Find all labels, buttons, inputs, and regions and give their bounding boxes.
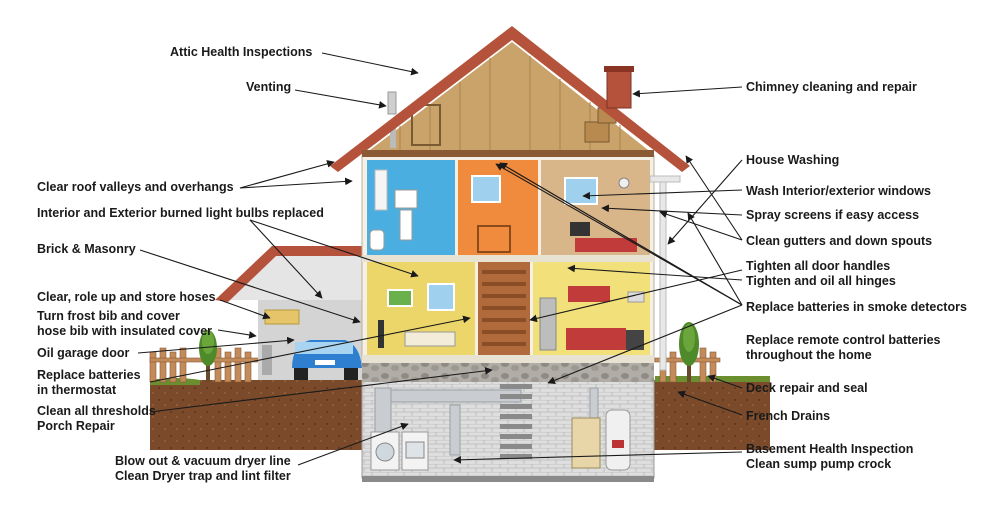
- label-light-bulbs: Interior and Exterior burned light bulbs…: [37, 206, 324, 220]
- label-remote-line2: throughout the home: [746, 348, 872, 362]
- label-hoses: Clear, role up and store hoses: [37, 290, 216, 304]
- label-screens: Spray screens if easy access: [746, 208, 920, 222]
- label-roof-valleys: Clear roof valleys and overhangs: [37, 180, 234, 194]
- label-remote-line1: Replace remote control batteries: [746, 333, 941, 347]
- label-chimney: Chimney cleaning and repair: [746, 80, 917, 94]
- label-venting: Venting: [246, 80, 292, 94]
- basement: [361, 362, 655, 482]
- label-door-handles-line2: Tighten and oil all hinges: [746, 274, 896, 288]
- label-frost-bib-line1: Turn frost bib and cover: [37, 309, 180, 323]
- label-thresholds-line2: Porch Repair: [37, 419, 115, 433]
- label-basement-line1: Basement Health Inspection: [746, 442, 914, 456]
- label-dryer-line1: Blow out & vacuum dryer line: [115, 454, 291, 468]
- label-windows: Wash Interior/exterior windows: [746, 184, 931, 198]
- house-body: [361, 155, 655, 363]
- label-gutters: Clean gutters and down spouts: [746, 234, 933, 248]
- shrub-right: [679, 322, 699, 382]
- label-dryer-line2: Clean Dryer trap and lint filter: [115, 469, 291, 483]
- label-attic-health: Attic Health Inspections: [170, 45, 313, 59]
- label-basement-line2: Clean sump pump crock: [746, 457, 892, 471]
- label-thermostat-line2: in thermostat: [37, 383, 117, 397]
- label-brick-masonry: Brick & Masonry: [37, 242, 136, 256]
- label-frost-bib-line2: hose bib with insulated cover: [37, 324, 213, 338]
- label-french-drains: French Drains: [746, 409, 831, 423]
- garage: [215, 246, 364, 380]
- label-smoke-detectors: Replace batteries in smoke detectors: [746, 300, 967, 314]
- shrub-left: [199, 330, 217, 382]
- label-house-washing: House Washing: [746, 153, 840, 167]
- label-thermostat-line1: Replace batteries: [37, 368, 141, 382]
- label-door-handles-line1: Tighten all door handles: [746, 259, 891, 273]
- label-deck: Deck repair and seal: [746, 381, 868, 395]
- label-thresholds-line1: Clean all thresholds: [37, 404, 156, 418]
- callout-lines: [137, 52, 743, 466]
- label-garage-door: Oil garage door: [37, 346, 130, 360]
